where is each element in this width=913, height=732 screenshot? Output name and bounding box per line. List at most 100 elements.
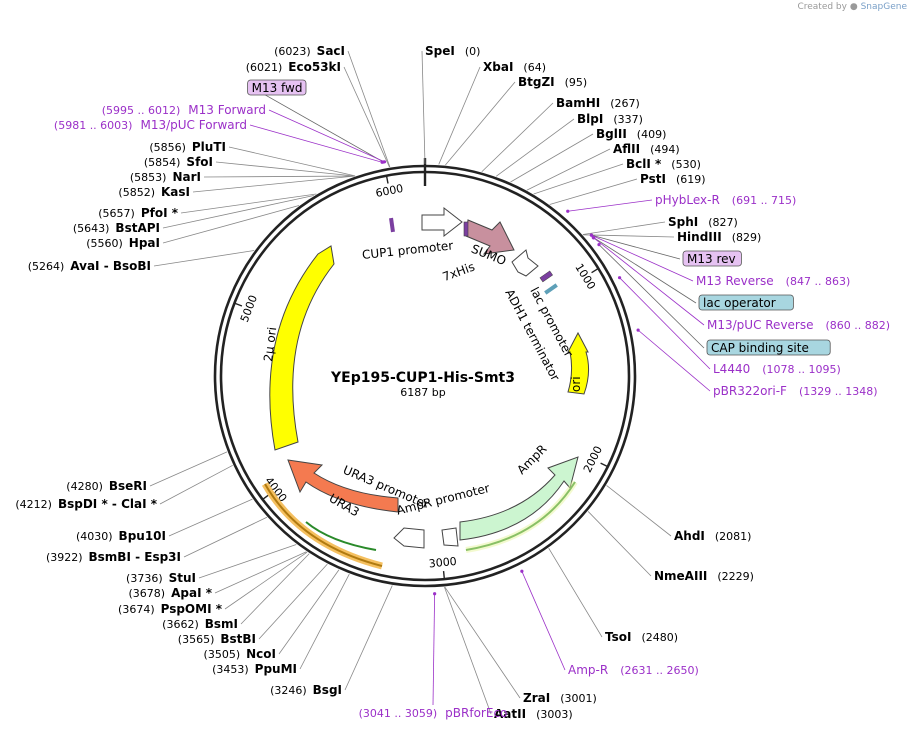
restriction-site[interactable]: (5264)AvaI - BsoBI: [28, 259, 151, 273]
primer-leader: [591, 234, 694, 282]
site-leader: [198, 544, 297, 579]
site-leader: [214, 551, 307, 594]
feature-box[interactable]: [706, 339, 831, 356]
primer-label[interactable]: (5981 .. 6003)M13/pUC Forward: [54, 118, 247, 132]
restriction-site[interactable]: (5854)SfoI: [144, 155, 213, 169]
primer-label[interactable]: pBR322ori-F (1329 .. 1348): [713, 384, 878, 398]
site-position: (5856): [149, 141, 186, 154]
restriction-site[interactable]: (3565)BstBI: [178, 632, 256, 646]
restriction-site[interactable]: (5657)PfoI *: [98, 206, 178, 220]
restriction-site[interactable]: (5852)KasI: [118, 185, 190, 199]
site-position: (5643): [73, 222, 110, 235]
restriction-site[interactable]: (3736)StuI: [126, 571, 196, 585]
restriction-site[interactable]: (5643)BstAPI: [73, 221, 160, 235]
site-position: (5853): [130, 171, 167, 184]
primer-leader: [591, 234, 681, 260]
primer-label[interactable]: M13 Reverse(847 .. 863): [696, 274, 850, 288]
restriction-site[interactable]: NmeAIII(2229): [654, 569, 754, 583]
restriction-site[interactable]: (3505)NcoI: [204, 647, 276, 661]
restriction-site[interactable]: BtgZI(95): [518, 75, 587, 89]
restriction-site[interactable]: (3678)ApaI *: [129, 586, 213, 600]
feature-box[interactable]: [247, 79, 307, 96]
site-name: BlpI: [577, 112, 603, 126]
restriction-site[interactable]: AflII(494): [613, 142, 680, 156]
restriction-site[interactable]: (5856)PluTI: [149, 140, 226, 154]
restriction-site[interactable]: BclI *(530): [626, 157, 701, 171]
restriction-site[interactable]: (3246)BsgI: [270, 683, 342, 697]
restriction-site[interactable]: (4030)Bpu10I: [76, 529, 166, 543]
site-leader: [343, 66, 390, 168]
feature-7xhis[interactable]: [463, 221, 469, 237]
primer-label[interactable]: Amp-R(2631 .. 2650): [568, 663, 699, 677]
site-name: BsmBI - Esp3I: [89, 550, 181, 564]
tick-label: 2000: [581, 444, 605, 475]
site-leader: [421, 50, 426, 165]
restriction-site[interactable]: XbaI(64): [483, 60, 546, 74]
primer-leader: [619, 277, 711, 370]
restriction-site[interactable]: BamHI(267): [556, 96, 640, 110]
restriction-site[interactable]: ZraI(3001): [523, 691, 597, 705]
feature-ampr-promoter[interactable]: [441, 527, 459, 547]
restriction-site[interactable]: SpeI(0): [425, 44, 480, 58]
site-leader: [180, 193, 317, 214]
features: [261, 206, 590, 570]
primer-leader: [249, 124, 383, 163]
feature-sumo[interactable]: [465, 219, 515, 255]
restriction-site[interactable]: AatII(3003): [494, 707, 573, 721]
feature-ori[interactable]: [567, 331, 590, 395]
site-name: PstI: [640, 172, 666, 186]
restriction-site[interactable]: (6023)SacI: [274, 44, 345, 58]
label-ampr: AmpR: [514, 442, 549, 477]
restriction-site[interactable]: SphI(827): [668, 215, 738, 229]
feature-cup1-promoter[interactable]: [421, 206, 463, 238]
restriction-site[interactable]: (3922)BsmBI - Esp3I: [46, 550, 181, 564]
tick-label: 3000: [428, 555, 457, 571]
restriction-site[interactable]: (3453)PpuMI: [212, 662, 297, 676]
restriction-site[interactable]: PstI(619): [640, 172, 706, 186]
restriction-site[interactable]: BglII(409): [596, 127, 666, 141]
primer-label[interactable]: (3041 .. 3059)pBRforEco: [359, 706, 508, 720]
restriction-site[interactable]: (3662)BsmI: [162, 617, 238, 631]
feature-ura3-promoter[interactable]: [393, 527, 425, 549]
site-position: (0): [465, 45, 481, 58]
site-name: BclI *: [626, 157, 662, 171]
feature-lac-promoter[interactable]: [511, 249, 539, 277]
primer-name: M13/pUC Reverse: [707, 318, 814, 332]
site-position: (64): [523, 61, 546, 74]
restriction-site[interactable]: (6021)Eco53kI: [246, 60, 341, 74]
restriction-site[interactable]: (5560)HpaI: [86, 236, 160, 250]
primer-range: (5981 .. 6003): [54, 119, 133, 132]
restriction-site[interactable]: (4212)BspDI * - ClaI *: [15, 497, 157, 511]
tick-mark: [442, 571, 446, 580]
feature-box-label: lac operator: [703, 296, 776, 310]
restriction-site[interactable]: BlpI(337): [577, 112, 643, 126]
primer-mark: [380, 160, 384, 164]
restriction-site[interactable]: HindIII(829): [677, 230, 761, 244]
feature-box[interactable]: [698, 294, 794, 311]
restriction-site[interactable]: (4280)BseRI: [66, 479, 147, 493]
restriction-site[interactable]: (3674)PspOMI *: [118, 602, 223, 616]
site-position: (829): [732, 231, 762, 244]
feature-ura3[interactable]: [287, 459, 399, 513]
primer-name: pBR322ori-F: [713, 384, 787, 398]
ampr-strand-line-outer: [465, 480, 578, 553]
site-name: NcoI: [246, 647, 276, 661]
restriction-site[interactable]: (5853)NarI: [130, 170, 201, 184]
primer-label[interactable]: M13/pUC Reverse(860 .. 882): [707, 318, 890, 332]
primer-label[interactable]: (5995 .. 6012)M13 Forward: [102, 103, 266, 117]
feature-adh1-terminator[interactable]: [539, 270, 553, 283]
primer-label[interactable]: pHybLex-R(691 .. 715): [655, 193, 796, 207]
feature-box[interactable]: [682, 250, 742, 267]
primer-range: (1329 .. 1348): [799, 385, 878, 398]
primer-mark: [566, 209, 570, 213]
restriction-site[interactable]: AhdI(2081): [674, 529, 751, 543]
site-leader-lines: [149, 50, 711, 715]
site-leader: [162, 195, 314, 229]
primer-range: (1078 .. 1095): [762, 363, 841, 376]
site-leader: [549, 178, 638, 205]
site-leader: [606, 485, 672, 537]
primer-range: (847 .. 863): [786, 275, 851, 288]
restriction-site[interactable]: TsoI(2480): [605, 630, 678, 644]
primer-label[interactable]: L4440(1078 .. 1095): [713, 362, 841, 376]
feature-2mu-ori[interactable]: [269, 245, 335, 451]
